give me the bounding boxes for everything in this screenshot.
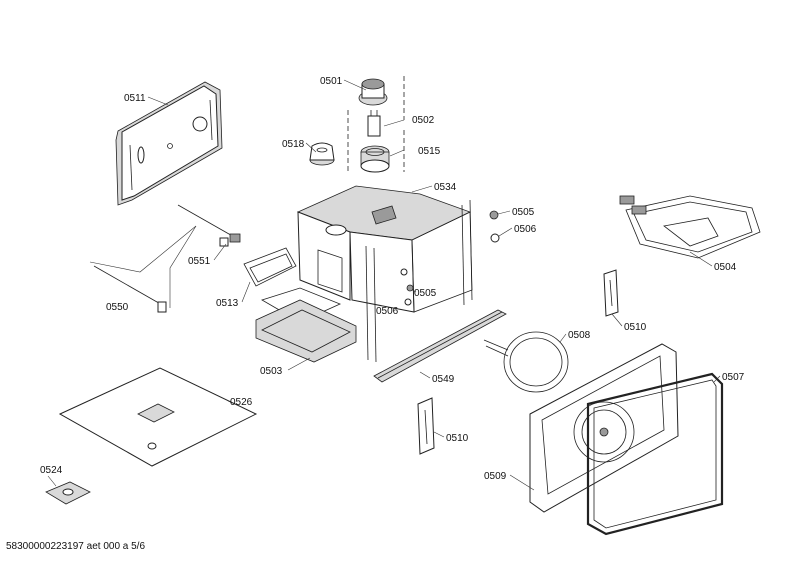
label-0503: 0503: [260, 366, 283, 377]
part-0550-sensor-rod: [89, 225, 197, 313]
part-0526-insulation-mat: [58, 367, 258, 467]
label-0501: 0501: [320, 76, 343, 87]
part-0503-bottom-tray: [255, 299, 357, 363]
part-0507-door-seal: [586, 372, 724, 536]
label-0509: 0509: [484, 471, 507, 482]
part-0504-grill-element: [619, 195, 761, 259]
part-0502-socket: [367, 110, 381, 137]
part-0505-0506-fasteners: [404, 210, 500, 306]
label-0550: 0550: [106, 302, 129, 313]
part-0510-brackets: [417, 269, 619, 455]
part-0549-seal-strip: [373, 309, 507, 383]
label-0502: 0502: [412, 115, 435, 126]
label-0511: 0511: [124, 93, 146, 104]
label-0513: 0513: [216, 298, 239, 309]
label-0508: 0508: [568, 330, 591, 341]
document-id-footer: 58300000223197 aet 000 a 5/6: [6, 541, 146, 552]
part-0515-ring: [360, 145, 390, 173]
part-0501-connector: [347, 76, 405, 172]
label-0507: 0507: [722, 372, 745, 383]
label-0518: 0518: [282, 139, 305, 150]
label-0510-lower: 0510: [446, 433, 469, 444]
label-0506-upper: 0506: [514, 224, 537, 235]
label-0505-upper: 0505: [512, 207, 535, 218]
leader-lines: [47, 79, 721, 491]
label-0534: 0534: [434, 182, 457, 193]
label-0506-lower: 0506: [376, 306, 399, 317]
part-0534-oven-cavity: [296, 185, 473, 363]
part-0509-fan-wall: [529, 343, 679, 513]
part-0508-circular-element: [483, 331, 569, 393]
part-0524-washer: [45, 481, 91, 505]
label-0526: 0526: [230, 397, 253, 408]
label-0549: 0549: [432, 374, 455, 385]
label-0524: 0524: [40, 465, 63, 476]
label-0551: 0551: [188, 256, 211, 267]
part-0511-rear-panel: [115, 81, 223, 206]
label-0515: 0515: [418, 146, 441, 157]
label-0505-lower: 0505: [414, 288, 437, 299]
label-0504: 0504: [714, 262, 737, 273]
label-0510-upper: 0510: [624, 322, 647, 333]
part-0551-sensor: [177, 204, 241, 247]
part-0518-lamp-cover: [309, 142, 335, 166]
